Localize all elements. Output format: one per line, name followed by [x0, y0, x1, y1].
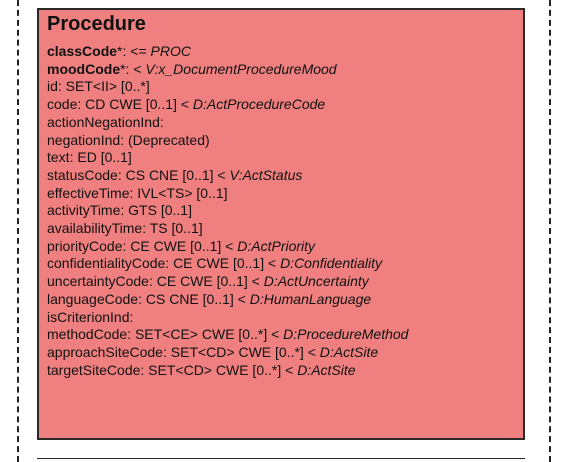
- attribute-row: confidentialityCode: CE CWE [0..1] < D:C…: [47, 255, 515, 273]
- attribute-name: approachSiteCode: [47, 343, 163, 360]
- attribute-vocabulary: D:ProcedureMethod: [283, 326, 409, 343]
- right-dashed-boundary: [549, 0, 551, 462]
- attribute-name: text: [47, 149, 70, 166]
- attribute-row: uncertaintyCode: CE CWE [0..1] < D:ActUn…: [47, 273, 515, 291]
- attribute-name: isCriterionInd: [47, 308, 130, 325]
- attribute-name: methodCode: [47, 326, 128, 343]
- attribute-type: :: [129, 308, 134, 325]
- attribute-vocabulary: D:ActSite: [297, 361, 356, 378]
- attribute-row: targetSiteCode: SET<CD> CWE [0..*] < D:A…: [47, 362, 515, 380]
- attribute-type: : ED [0..1]: [69, 149, 132, 166]
- attribute-row: negationInd: (Deprecated): [47, 132, 515, 150]
- attribute-name: negationInd: [47, 131, 121, 148]
- attribute-type: : SET<CD> CWE [0..*] <: [162, 343, 320, 360]
- attribute-row: approachSiteCode: SET<CD> CWE [0..*] < D…: [47, 344, 515, 362]
- attribute-row: classCode*: <= PROC: [47, 43, 515, 61]
- attribute-type: : CS CNE [0..1] <: [138, 290, 250, 307]
- attribute-vocabulary: D:ActUncertainty: [263, 273, 369, 290]
- attribute-name: classCode: [47, 43, 118, 59]
- left-dashed-boundary: [17, 0, 19, 462]
- attribute-row: languageCode: CS CNE [0..1] < D:HumanLan…: [47, 291, 515, 309]
- attribute-name: activityTime: [47, 202, 121, 219]
- next-box-top-edge: [37, 458, 525, 459]
- attribute-vocabulary: V:ActStatus: [229, 166, 303, 183]
- attribute-type: : SET<CD> CWE [0..*] <: [140, 361, 298, 378]
- attribute-name: actionNegationInd: [47, 113, 160, 130]
- attribute-vocabulary: D:Confidentiality: [280, 255, 382, 272]
- attribute-name: id: [47, 78, 58, 95]
- attribute-type: *: <: [120, 60, 146, 77]
- attribute-row: methodCode: SET<CE> CWE [0..*] < D:Proce…: [47, 326, 515, 344]
- attribute-name: confidentialityCode: [47, 255, 166, 272]
- attribute-name: targetSiteCode: [47, 361, 141, 378]
- attribute-row: isCriterionInd:: [47, 309, 515, 327]
- attribute-vocabulary: V:x_DocumentProcedureMood: [145, 60, 337, 77]
- attribute-name: code: [47, 96, 78, 113]
- attribute-name: availabilityTime: [47, 220, 143, 237]
- attribute-type: : CE CWE [0..1] <: [122, 237, 238, 254]
- attribute-type: :: [159, 113, 164, 130]
- attribute-vocabulary: D:HumanLanguage: [249, 290, 372, 307]
- attribute-name: statusCode: [47, 166, 118, 183]
- attribute-type: : GTS [0..1]: [120, 202, 192, 219]
- attribute-type: : CS CNE [0..1] <: [117, 166, 230, 183]
- attribute-name: effectiveTime: [47, 184, 130, 201]
- attribute-row: statusCode: CS CNE [0..1] < V:ActStatus: [47, 167, 515, 185]
- attribute-type: : CD CWE [0..1] <: [77, 96, 193, 113]
- attribute-row: code: CD CWE [0..1] < D:ActProcedureCode: [47, 96, 515, 114]
- attribute-type: : IVL<TS> [0..1]: [129, 184, 228, 201]
- attribute-name: languageCode: [47, 290, 139, 307]
- attribute-type: : SET<CE> CWE [0..*] <: [127, 326, 284, 343]
- class-title: Procedure: [47, 13, 146, 35]
- attribute-vocabulary: D:ActPriority: [237, 237, 316, 254]
- attribute-row: actionNegationInd:: [47, 114, 515, 132]
- attribute-row: moodCode*: < V:x_DocumentProcedureMood: [47, 61, 515, 79]
- attribute-row: activityTime: GTS [0..1]: [47, 202, 515, 220]
- attribute-vocabulary: PROC: [150, 43, 191, 59]
- attribute-type: *: <=: [117, 43, 151, 59]
- attribute-name: priorityCode: [47, 237, 123, 254]
- attribute-type: : SET<II> [0..*]: [57, 78, 150, 95]
- attribute-vocabulary: D:ActProcedureCode: [192, 96, 326, 113]
- attribute-row: availabilityTime: TS [0..1]: [47, 220, 515, 238]
- attribute-type: : TS [0..1]: [142, 220, 203, 237]
- attribute-row: priorityCode: CE CWE [0..1] < D:ActPrior…: [47, 238, 515, 256]
- attribute-type: : (Deprecated): [120, 131, 210, 148]
- attribute-name: moodCode: [47, 60, 121, 77]
- attribute-row: text: ED [0..1]: [47, 149, 515, 167]
- attribute-vocabulary: D:ActSite: [319, 343, 379, 360]
- attribute-type: : CE CWE [0..1] <: [165, 255, 281, 272]
- attribute-row: id: SET<II> [0..*]: [47, 78, 515, 96]
- attribute-name: uncertaintyCode: [47, 273, 149, 290]
- attribute-type: : CE CWE [0..1] <: [148, 273, 264, 290]
- attribute-row: effectiveTime: IVL<TS> [0..1]: [47, 185, 515, 203]
